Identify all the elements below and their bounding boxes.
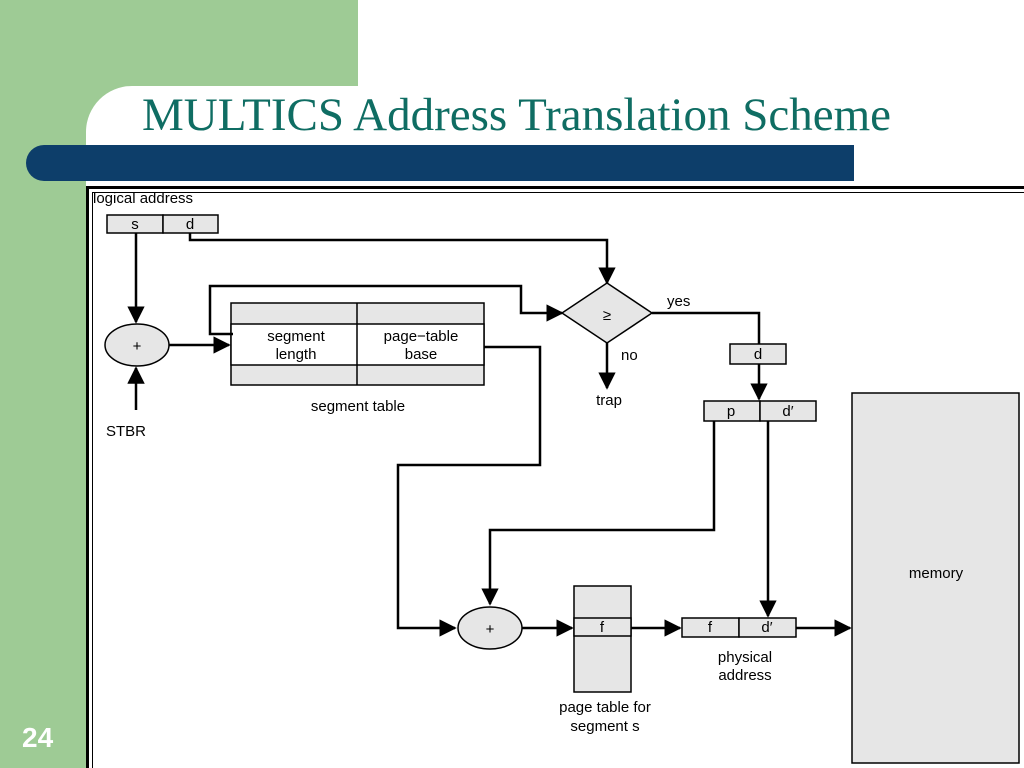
segment-table-caption: segment table <box>311 398 405 415</box>
arrow-p-to-adder-2 <box>481 421 716 606</box>
page-table-f-text: f <box>600 619 605 636</box>
logical-s-text: s <box>131 216 139 233</box>
page-table-base-line2: base <box>405 346 438 363</box>
memory-label: memory <box>909 565 964 582</box>
split-dprime-field <box>759 400 817 422</box>
page-table <box>573 585 632 693</box>
compare-symbol: ≥ <box>603 307 611 324</box>
physical-f-text: f <box>708 619 713 636</box>
logical-address-label: logical address <box>93 190 193 207</box>
line-yes-to-d <box>652 311 761 344</box>
arrow-segment-length-to-compare <box>208 284 564 336</box>
title-underline-bar <box>26 145 854 181</box>
slide-number: 24 <box>22 722 54 753</box>
adder-2-symbol: + <box>486 621 495 638</box>
physical-dprime-text: d′ <box>761 619 772 636</box>
adder-1-symbol: + <box>133 338 142 355</box>
split-p-text: p <box>727 403 735 420</box>
memory-block <box>851 392 1020 764</box>
physical-label-line2: address <box>718 667 771 684</box>
logical-d-text: d <box>186 216 194 233</box>
no-label: no <box>621 347 638 364</box>
diagram-inner-border <box>92 192 1024 768</box>
physical-label-line1: physical <box>718 649 772 666</box>
trap-label: trap <box>596 392 622 409</box>
page-table-caption-line1: page table for <box>559 699 651 716</box>
page-table-caption-line2: segment s <box>570 718 639 735</box>
slide-title: MULTICS Address Translation Scheme <box>142 89 891 141</box>
arrow-base-to-adder-2 <box>396 345 542 637</box>
segment-length-line2: length <box>276 346 317 363</box>
arrow-d-to-compare <box>188 233 616 285</box>
stbr-label: STBR <box>106 423 146 440</box>
split-dprime-text: d′ <box>782 403 793 420</box>
yes-label: yes <box>667 293 690 310</box>
page-table-base-line1: page−table <box>384 328 459 345</box>
offset-d-text: d <box>754 346 762 363</box>
segment-length-line1: segment <box>267 328 325 345</box>
